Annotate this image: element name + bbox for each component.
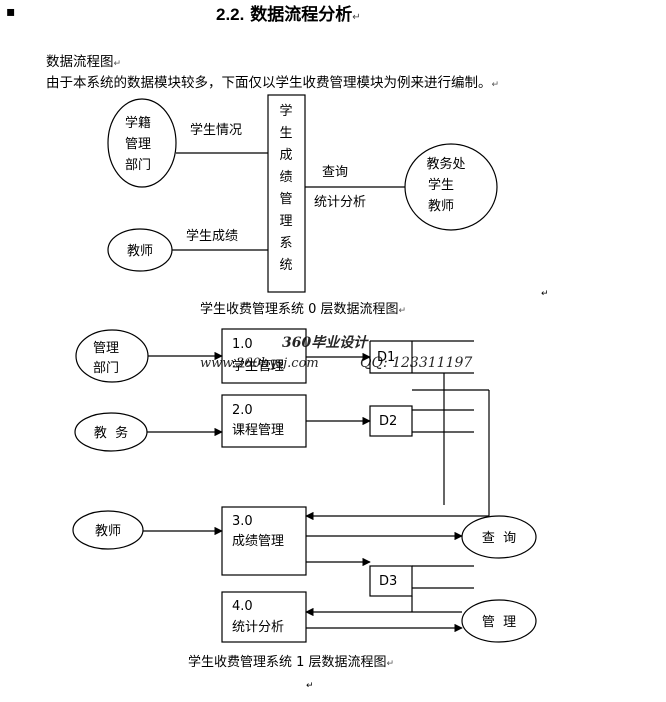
dfd-level-1: 管理 部门 教 务 教师 查 询 管 理 1.0 学生管理 2.0 课程管理 3… (72, 328, 537, 691)
data-store (369, 565, 413, 597)
process-box (221, 394, 307, 448)
system-char: 成 (279, 148, 292, 163)
system-process-box (267, 94, 306, 293)
paragraph-mark: ↵ (352, 12, 361, 23)
system-char: 绩 (279, 170, 292, 185)
process-id: 4.0 (232, 599, 253, 614)
flow-label: 统计分析 (314, 195, 366, 210)
section-heading: 2.2. 数据流程分析↵ (216, 0, 361, 25)
section-number: 2.2. (216, 5, 245, 24)
process-box (221, 506, 307, 576)
process-box (221, 328, 307, 384)
paragraph-text: 由于本系统的数据模块较多，下面仅以学生收费管理模块为例来进行编制。 (46, 75, 492, 91)
process-id: 2.0 (232, 403, 253, 418)
process-id: 1.0 (232, 337, 253, 352)
entity-label: 部门 (125, 158, 151, 173)
process-name: 课程管理 (232, 423, 284, 438)
flow-label: 学生情况 (190, 122, 242, 138)
data-store (369, 405, 413, 437)
entity-label: 查 询 (482, 531, 516, 546)
process-name: 学生管理 (232, 358, 284, 374)
flow-label: 学生成绩 (186, 228, 238, 244)
entity-label: 教师 (127, 243, 153, 259)
entity-label: 管理 (93, 341, 119, 356)
watermark: 360毕业设计 www.360bysj.com QQ: 123311197 (200, 335, 472, 371)
data-store-label: D2 (379, 414, 397, 429)
watermark-site: www.360bysj.com (200, 356, 319, 371)
data-store-label: D3 (379, 574, 397, 589)
entity-teacher (72, 510, 144, 550)
paragraph-text: 数据流程图 (46, 54, 114, 70)
entity-label: 教务处 (426, 156, 465, 172)
entity-registry-office (107, 98, 177, 188)
system-char: 统 (279, 258, 292, 273)
data-store-label: D1 (377, 350, 395, 365)
entity-label: 教师 (95, 523, 121, 539)
entity-label: 管 理 (482, 615, 516, 630)
process-box (221, 591, 307, 643)
entity-label: 教 务 (94, 425, 128, 441)
entity-manage (461, 599, 537, 643)
system-char: 系 (279, 236, 292, 251)
figure-caption-level-0: 学生收费管理系统 0 层数据流程图↵ (200, 301, 406, 317)
list-bullet: ▪ (6, 4, 16, 20)
data-store (369, 340, 413, 374)
dfd-level-0: 学籍 管理 部门 教师 学 生 成 绩 管 理 系 统 教务处 学生 教师 学生… (107, 94, 549, 317)
paragraph-dfd-label: 数据流程图↵ (46, 50, 121, 70)
entity-label: 部门 (93, 361, 119, 376)
figure-caption-level-1: 学生收费管理系统 1 层数据流程图↵ (188, 654, 394, 670)
system-char: 理 (279, 214, 292, 229)
paragraph-mark: ↵ (113, 59, 122, 69)
process-name: 成绩管理 (232, 534, 284, 549)
process-name: 统计分析 (232, 620, 284, 635)
system-char: 学 (279, 103, 292, 119)
paragraph-mark: ↵ (306, 681, 314, 691)
watermark-qq: QQ: 123311197 (360, 355, 472, 371)
system-char: 生 (279, 126, 292, 141)
section-title: 数据流程分析 (250, 5, 353, 25)
paragraph-mark: ↵ (491, 80, 500, 90)
process-id: 3.0 (232, 514, 253, 529)
entity-label: 管理 (125, 137, 151, 152)
entity-label: 教师 (428, 198, 454, 214)
entity-label: 学籍 (125, 115, 151, 131)
flow-label: 查询 (322, 165, 348, 180)
system-char: 管 (279, 192, 292, 207)
paragraph-intro: 由于本系统的数据模块较多，下面仅以学生收费管理模块为例来进行编制。↵ (46, 71, 499, 91)
paragraph-mark: ↵ (541, 289, 549, 299)
entity-label: 学生 (428, 177, 454, 193)
watermark-brand: 360毕业设计 (282, 335, 369, 351)
